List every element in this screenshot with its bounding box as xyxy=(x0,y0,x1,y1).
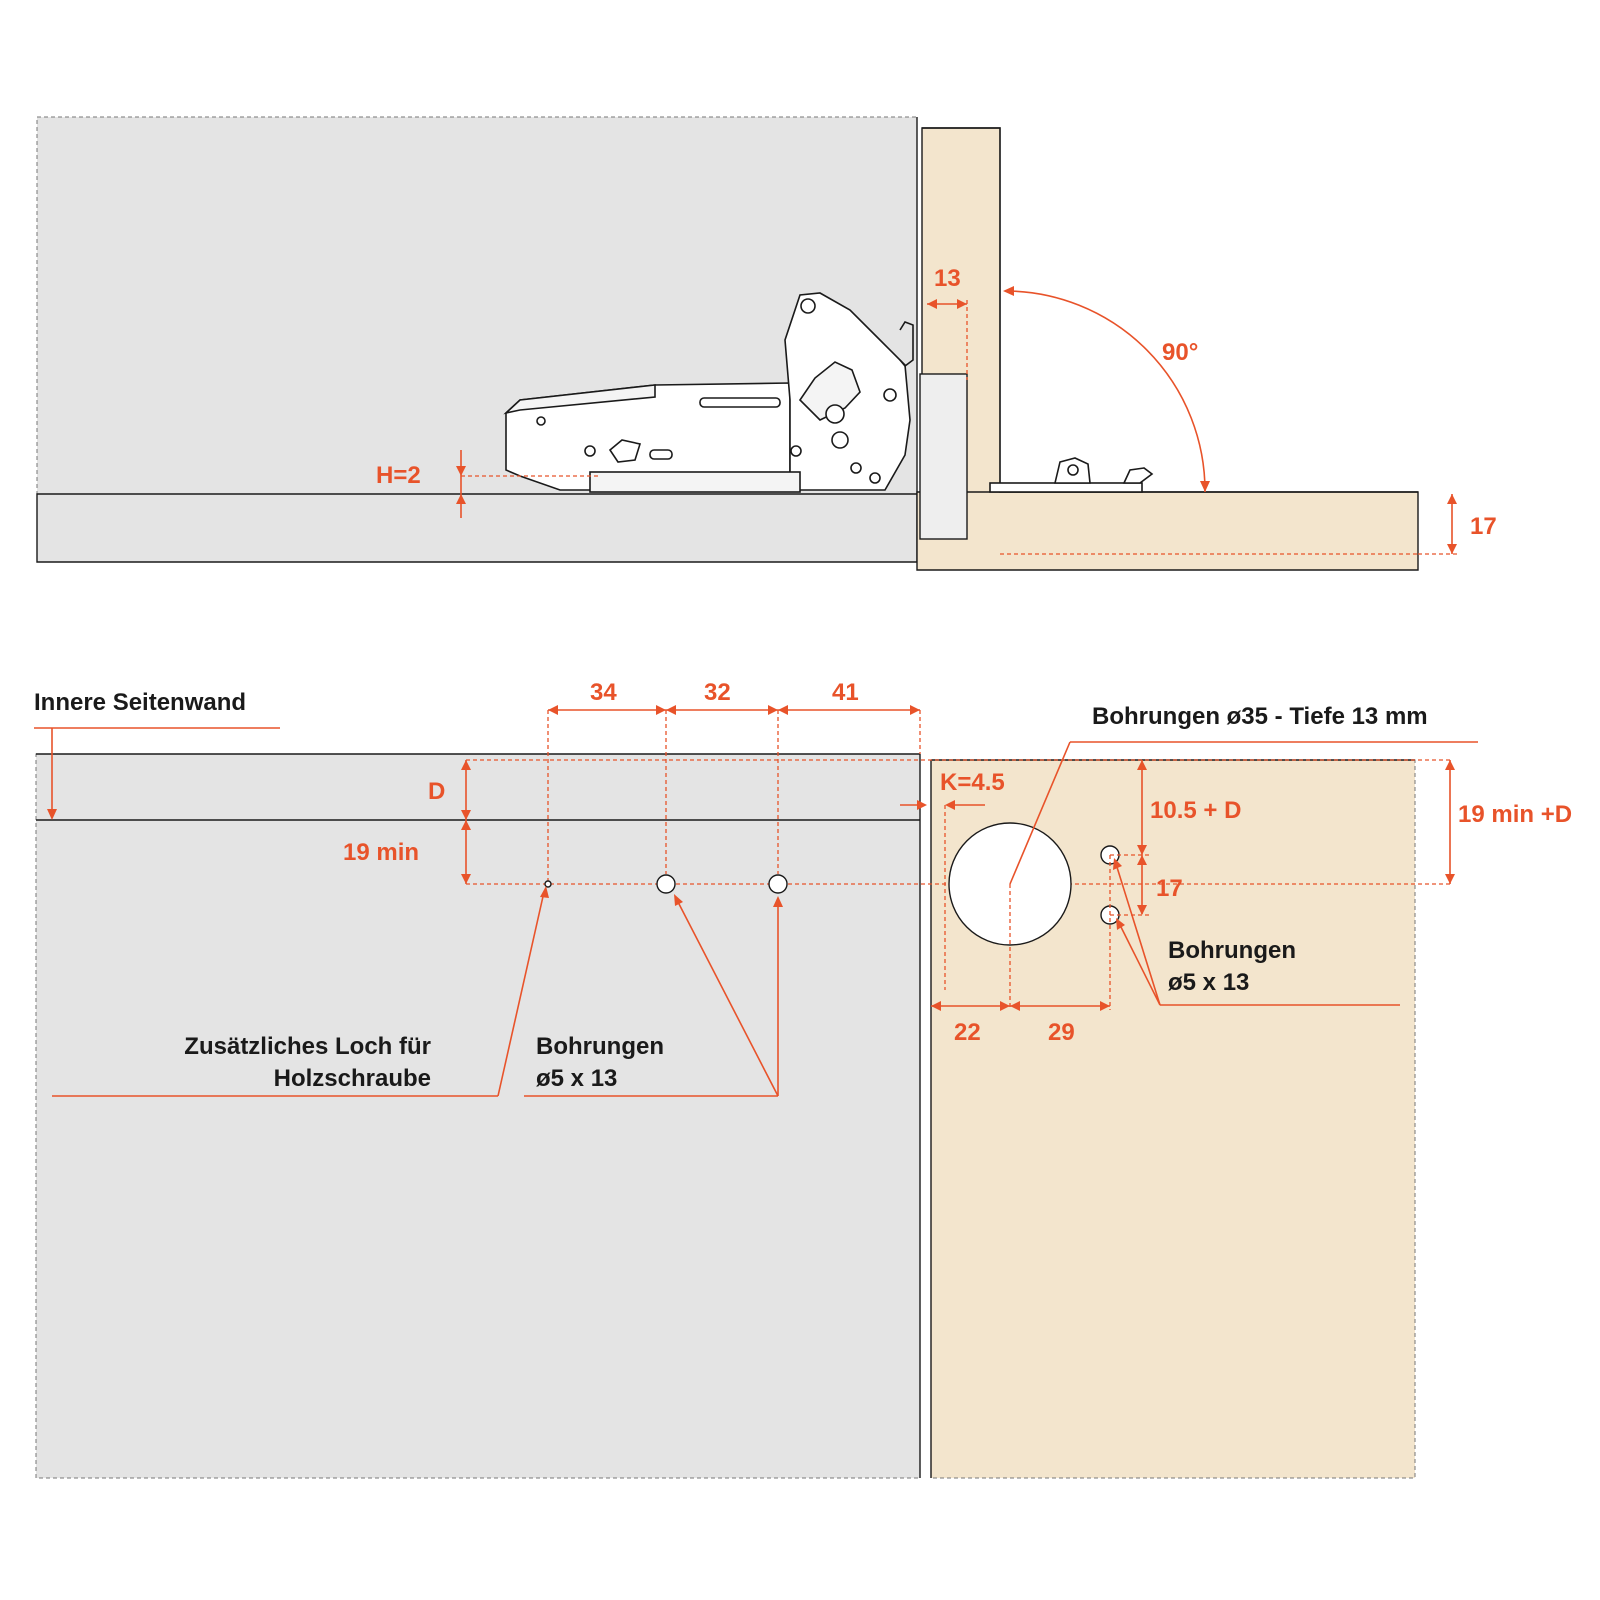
dim-105d-17: 10.5 + D 17 xyxy=(1137,760,1241,915)
cabinet-bottom-board xyxy=(36,493,918,563)
angle-90-label: 90° xyxy=(1162,339,1198,366)
k-label: K=4.5 xyxy=(940,769,1005,796)
side-view: H=2 13 90° 17 xyxy=(36,116,1497,571)
dim-hole-spacing: 34 32 41 xyxy=(547,679,921,884)
cabinet-side-panel xyxy=(35,753,921,1479)
plan-view: Innere Seitenwand 34 32 41 xyxy=(34,679,1572,1479)
hinge-mechanism xyxy=(503,292,914,493)
wood-screw-hole xyxy=(544,880,552,888)
dim-22-29: 22 29 xyxy=(931,1001,1110,1046)
h-label: H=2 xyxy=(376,462,421,489)
bohrungen-right-label-2: ø5 x 13 xyxy=(1168,969,1249,996)
drill-hole-1 xyxy=(656,874,676,894)
bohrungen-left-label-2: ø5 x 13 xyxy=(536,1065,617,1092)
offset-13-label: 13 xyxy=(934,265,961,292)
cabinet-holes xyxy=(544,874,788,894)
dim-13-top: 13 xyxy=(927,265,968,380)
dim-17-top: 17 xyxy=(1000,494,1497,555)
dim-90-angle: 90° xyxy=(1003,286,1210,493)
dim-h2: H=2 xyxy=(376,450,600,518)
drill-hole-2 xyxy=(768,874,788,894)
dim-k45: K=4.5 xyxy=(900,769,1005,990)
hinge-cup xyxy=(919,373,968,540)
dim-34-label: 34 xyxy=(590,679,617,706)
zusatz-label-2: Holzschraube xyxy=(274,1065,431,1092)
hinge-mounting-plate xyxy=(989,457,1154,493)
dim-d-19min: D 19 min xyxy=(343,759,1450,885)
thickness-17-label: 17 xyxy=(1470,513,1497,540)
min19-label: 19 min xyxy=(343,839,419,866)
door-panel-horizontal xyxy=(916,491,1419,571)
dim-105d-label: 10.5 + D xyxy=(1150,797,1241,824)
dim-17-label: 17 xyxy=(1156,875,1183,902)
dim-32-label: 32 xyxy=(704,679,731,706)
bohrungen-35-label: Bohrungen ø35 - Tiefe 13 mm xyxy=(1092,703,1428,730)
dim-19d: 19 min +D xyxy=(1445,760,1572,884)
innere-seitenwand-label: Innere Seitenwand xyxy=(34,689,246,716)
dim-19d-label: 19 min +D xyxy=(1458,801,1572,828)
zusatz-label-1: Zusätzliches Loch für xyxy=(184,1033,431,1060)
dim-41-label: 41 xyxy=(832,679,859,706)
d-label: D xyxy=(428,778,445,805)
bohrungen-left-label-1: Bohrungen xyxy=(536,1033,664,1060)
bohrungen-right-label-1: Bohrungen xyxy=(1168,937,1296,964)
dim-29-label: 29 xyxy=(1048,1019,1075,1046)
dim-22-label: 22 xyxy=(954,1019,981,1046)
